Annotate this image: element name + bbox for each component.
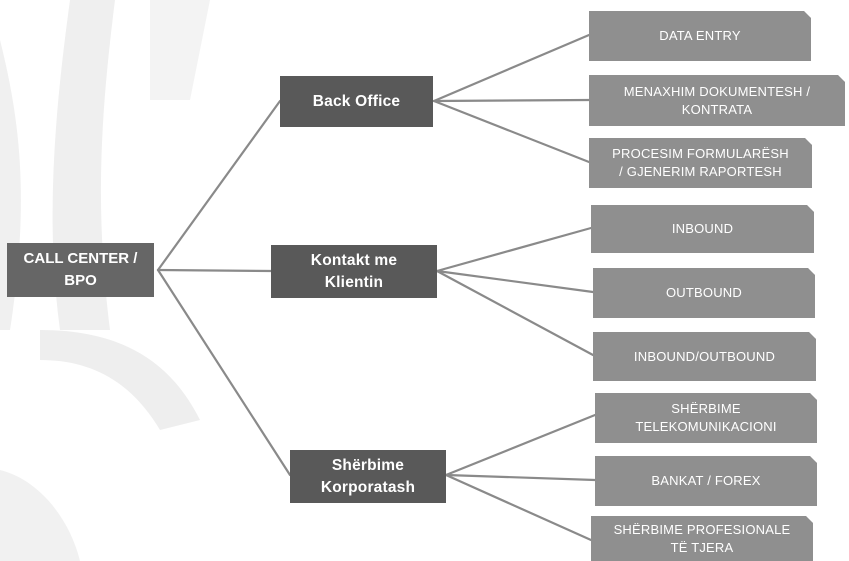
branch-node-kontakt-me-klientin: Kontakt me Klientin — [271, 245, 437, 298]
branch-node-label-line2: Klientin — [324, 273, 384, 291]
connector-sk-telekom — [444, 413, 597, 477]
connector-bo-data-entry — [432, 33, 591, 103]
branch-node-label-line1: Shërbime — [331, 456, 405, 474]
connector-sk-profesionale — [444, 473, 593, 542]
connector-kk-inout — [435, 269, 595, 357]
root-node-call-center: CALL CENTER / BPO — [7, 243, 154, 297]
leaf-node-bankat-forex: BANKAT / FOREX — [595, 456, 817, 506]
connector-kk-outbound — [435, 269, 595, 294]
connector-bo-menaxhim — [432, 98, 591, 103]
leaf-node-sherbime-telekomunikacioni: SHËRBIME TELEKOMUNIKACIONI — [595, 393, 817, 443]
leaf-node-label-line1: SHËRBIME PROFESIONALE — [613, 521, 791, 537]
connector-root-sherbime — [156, 268, 292, 477]
root-node-label-line2: BPO — [64, 272, 97, 289]
leaf-node-outbound: OUTBOUND — [593, 268, 815, 318]
leaf-node-inbound-outbound: INBOUND/OUTBOUND — [593, 332, 816, 381]
leaf-node-label: OUTBOUND — [666, 285, 742, 300]
connector-root-kontakt — [156, 268, 273, 273]
leaf-node-label-line1: PROCESIM FORMULARËSH — [612, 146, 789, 161]
leaf-node-label: INBOUND — [671, 221, 734, 236]
leaf-node-label-line2: TELEKOMUNIKACIONI — [635, 419, 777, 434]
branch-node-back-office: Back Office — [280, 76, 433, 127]
branch-node-label-line1: Kontakt me — [310, 251, 398, 269]
leaf-node-label-line2: KONTRATA — [681, 101, 753, 117]
connector-kk-inbound — [435, 226, 593, 273]
leaf-node-label: INBOUND/OUTBOUND — [633, 348, 776, 364]
leaf-node-procesim-formularesh: PROCESIM FORMULARËSH / GJENERIM RAPORTES… — [589, 138, 812, 188]
leaf-node-label-line1: SHËRBIME — [671, 401, 741, 416]
connector-root-back-office — [156, 99, 282, 272]
root-node-label-line1: CALL CENTER / — [23, 250, 138, 267]
branch-node-sherbime-korporatash: Shërbime Korporatash — [290, 450, 446, 503]
connector-sk-bankat — [444, 473, 597, 482]
branch-node-label: Back Office — [312, 92, 401, 110]
leaf-node-label-line1: MENAXHIM DOKUMENTESH / — [623, 83, 811, 99]
leaf-node-label-line2: TË TJERA — [670, 539, 734, 555]
leaf-node-data-entry: DATA ENTRY — [589, 11, 811, 61]
leaf-node-label: BANKAT / FOREX — [651, 473, 761, 488]
leaf-node-menaxhim-dokumentesh: MENAXHIM DOKUMENTESH / KONTRATA — [589, 75, 845, 126]
branch-node-label-line2: Korporatash — [320, 478, 416, 496]
leaf-node-label: DATA ENTRY — [659, 28, 741, 43]
connector-bo-procesim — [432, 99, 591, 164]
leaf-node-label-line2: / GJENERIM RAPORTESH — [619, 164, 782, 179]
leaf-node-inbound: INBOUND — [591, 205, 814, 253]
leaf-node-sherbime-profesionale: SHËRBIME PROFESIONALE TË TJERA — [591, 516, 813, 561]
